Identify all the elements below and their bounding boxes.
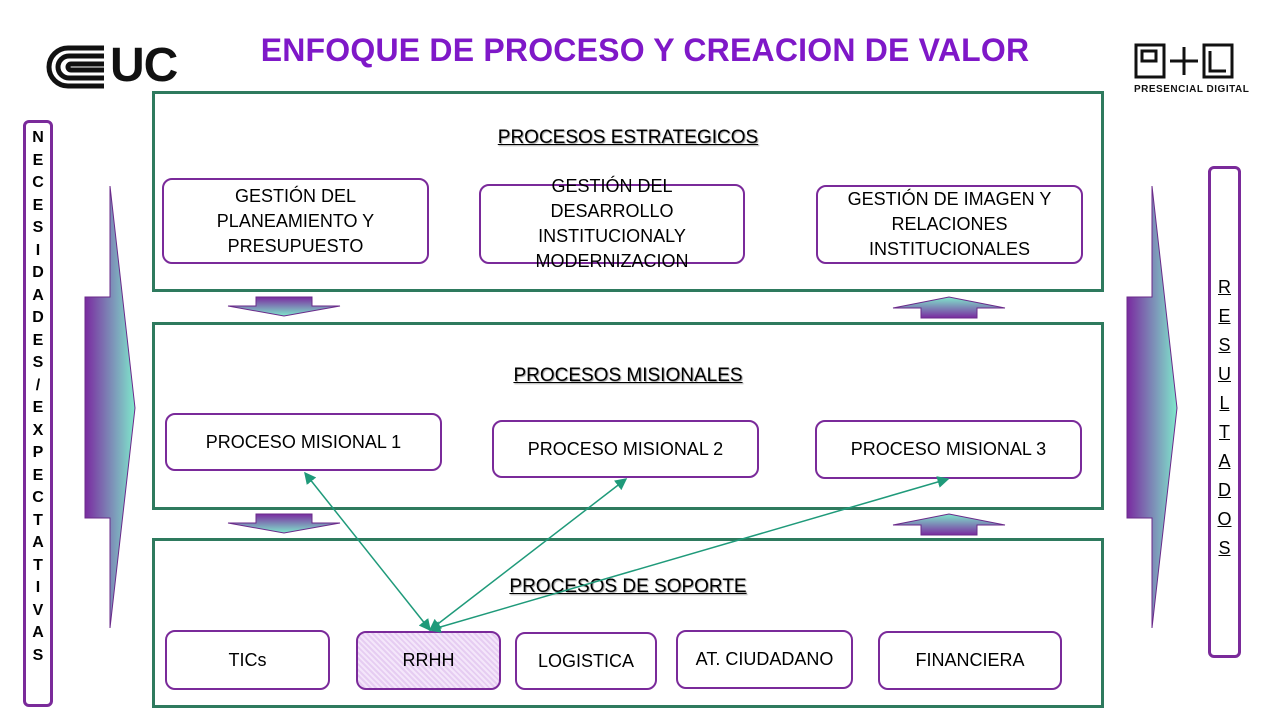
column-letter: D <box>32 264 44 281</box>
resultados-column: R E S U L T A D O S <box>1208 166 1241 658</box>
column-letter: C <box>32 174 44 191</box>
column-letter: E <box>1218 306 1231 326</box>
up-arrow-icon <box>892 513 1006 536</box>
ptd-logo-icon <box>1134 43 1234 79</box>
column-letter: S <box>1218 538 1231 558</box>
proceso-misional-3-box[interactable]: PROCESO MISIONAL 3 <box>815 420 1082 479</box>
column-letter: T <box>33 556 43 574</box>
rrhh-box[interactable]: RRHH <box>356 631 501 690</box>
logistica-box[interactable]: LOGISTICA <box>515 632 657 690</box>
box-line: PLANEAMIENTO Y <box>216 210 375 231</box>
column-letter: E <box>32 466 44 484</box>
column-letter: C <box>32 489 44 506</box>
box-line: PRESUPUESTO <box>227 235 364 256</box>
column-letter: A <box>32 534 44 551</box>
column-letter: E <box>32 331 44 349</box>
column-letter: N <box>32 129 44 146</box>
at-ciudadano-box[interactable]: AT. CIUDADANO <box>676 630 853 689</box>
down-arrow-icon <box>227 513 341 534</box>
box-line: INSTITUCIONALY <box>538 226 686 246</box>
column-letter: E <box>32 399 44 416</box>
box-line: GESTIÓN DEL DESARROLLO <box>550 176 674 221</box>
column-letter: A <box>32 624 44 641</box>
gestion-imagen-box[interactable]: GESTIÓN DE IMAGEN Y RELACIONES INSTITUCI… <box>816 185 1083 264</box>
gestion-desarrollo-box[interactable]: GESTIÓN DEL DESARROLLO INSTITUCIONALY MO… <box>479 176 745 271</box>
procesos-estrategicos-heading: PROCESOS ESTRATEGICOS <box>497 127 759 148</box>
uc-logo-text: UC <box>110 39 178 92</box>
tics-box[interactable]: TICs <box>165 630 330 690</box>
financiera-box[interactable]: FINANCIERA <box>878 631 1062 690</box>
column-letter: S <box>32 646 44 664</box>
proceso-misional-1-box[interactable]: PROCESO MISIONAL 1 <box>165 413 442 471</box>
big-right-arrow-left-icon <box>84 185 136 629</box>
column-letter: X <box>32 421 44 439</box>
column-letter: O <box>1217 509 1232 529</box>
page-title: ENFOQUE DE PROCESO Y CREACION DE VALOR <box>260 32 1030 68</box>
column-letter: I <box>35 241 41 259</box>
column-letter: A <box>32 286 44 304</box>
column-letter: / <box>35 376 41 394</box>
box-line: MODERNIZACION <box>535 251 689 271</box>
column-letter: S <box>1218 335 1231 355</box>
column-letter: E <box>32 151 44 169</box>
proceso-misional-2-box[interactable]: PROCESO MISIONAL 2 <box>492 420 759 478</box>
column-letter: D <box>32 309 44 326</box>
column-letter: U <box>1218 364 1231 384</box>
necesidades-expectativas-column: N E C E S I D A D E S / E X P E C T A T … <box>23 120 53 707</box>
column-letter: D <box>1218 480 1231 500</box>
column-letter: S <box>32 219 44 236</box>
column-letter: T <box>33 511 43 529</box>
box-line: RELACIONES <box>891 214 1008 234</box>
column-letter: R <box>1218 277 1231 297</box>
column-letter: A <box>1218 451 1231 471</box>
uc-stripes-logo-icon <box>46 45 104 89</box>
up-arrow-icon <box>892 296 1006 319</box>
column-letter: S <box>32 354 44 371</box>
column-letter: V <box>32 601 44 619</box>
column-letter: L <box>1219 393 1230 413</box>
box-line: GESTIÓN DE IMAGEN Y <box>847 189 1052 209</box>
column-letter: T <box>1219 422 1230 442</box>
down-arrow-icon <box>227 296 341 317</box>
procesos-soporte-heading: PROCESOS DE SOPORTE <box>509 576 747 597</box>
box-line: GESTIÓN DEL <box>234 185 356 206</box>
gestion-planeamiento-box[interactable]: GESTIÓN DEL PLANEAMIENTO Y PRESUPUESTO <box>162 178 429 264</box>
column-letter: P <box>32 444 44 461</box>
box-line: INSTITUCIONALES <box>868 239 1031 259</box>
big-right-arrow-right-icon <box>1126 185 1178 629</box>
column-letter: E <box>32 196 44 214</box>
ptd-logo-subtitle: PRESENCIAL DIGITAL <box>1134 84 1250 95</box>
column-letter: I <box>35 579 41 596</box>
procesos-misionales-heading: PROCESOS MISIONALES <box>513 365 743 386</box>
